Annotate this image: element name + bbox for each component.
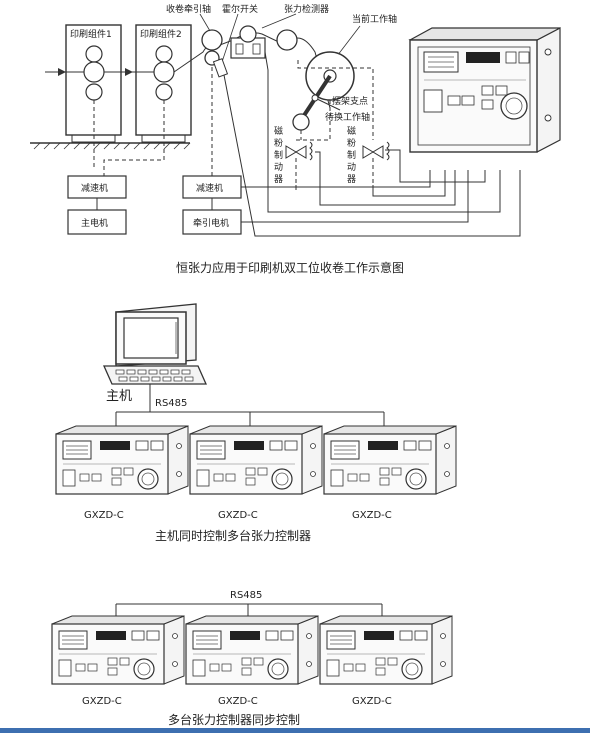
top-diagram-caption: 恒张力应用于印刷机双工位收卷工作示意图: [176, 260, 404, 275]
control-wiring: [223, 51, 521, 237]
guide-roller: [276, 29, 298, 51]
ground-hatch: [33, 142, 191, 150]
brake-left-label-char: 动: [274, 162, 283, 173]
rewind-traction-shaft-label: 收卷牵引轴: [166, 3, 211, 15]
brake-right-label-char: 磁: [347, 125, 356, 137]
tension-controller-unit: [55, 425, 189, 495]
tension-controller-unit: [323, 425, 457, 495]
standby-work-shaft-reel: [292, 113, 310, 131]
tension-controller-unit: [51, 615, 185, 685]
brake-left-symbol: [295, 145, 307, 159]
swing-frame-link: [314, 97, 341, 111]
tension-controller-unit: [319, 615, 453, 685]
rs485-label: RS485: [230, 590, 262, 601]
main-motor-label: 主电机: [81, 217, 108, 229]
controller-model-label: GXZD-C: [352, 696, 392, 707]
standby-work-shaft-label: 待换工作轴: [325, 111, 370, 123]
roller: [153, 61, 175, 83]
middle-diagram: 主机 RS485 GXZD-C GXZD-C GXZD-C 主机同时控制多台张力…: [55, 303, 457, 543]
hall-switch-label: 霍尔开关: [222, 3, 258, 15]
tension-controller-main: [408, 27, 561, 153]
traction-roller: [201, 29, 223, 51]
bottom-diagram-caption: 多台张力控制器同步控制: [168, 712, 300, 727]
controller-model-label: GXZD-C: [218, 510, 258, 521]
roller: [155, 45, 173, 63]
bottom-diagram: RS485 GXZD-C GXZD-C GXZD-C 多台张力控制器同步控制: [51, 590, 453, 727]
brake-left-label-char: 制: [274, 149, 283, 161]
brake-right-symbol: [362, 145, 374, 159]
brake-left-label-char: 器: [274, 174, 283, 185]
brake-right-label-char: 动: [347, 162, 356, 173]
brake-left-coil: [309, 141, 313, 161]
reducer-2-label: 减速机: [196, 182, 223, 194]
brake-right-symbol: [372, 145, 384, 159]
dashed-links: [93, 60, 374, 185]
feed-arrow: [58, 68, 66, 76]
hall-switch-sensor: [212, 58, 229, 78]
printing-unit-1-label: 印刷组件1: [70, 28, 112, 40]
leader-line: [261, 13, 297, 29]
traction-motor-box: [182, 209, 242, 235]
tension-controller-unit: [185, 615, 319, 685]
swing-frame-pivot-label: 摆架支点: [332, 95, 368, 107]
traction-motor-label: 牵引电机: [193, 217, 229, 229]
tension-detector-roller: [239, 25, 257, 43]
leader-line: [199, 13, 211, 32]
main-motor-box: [67, 209, 127, 235]
brake-left-label-char: 粉: [274, 137, 283, 149]
current-work-shaft-label: 当前工作轴: [352, 13, 397, 25]
reducer-1-label: 减速机: [81, 182, 108, 194]
roller: [85, 83, 103, 101]
controller-model-label: GXZD-C: [352, 510, 392, 521]
brake-right-label-char: 器: [347, 174, 356, 185]
roller: [85, 45, 103, 63]
brake-right-coil: [386, 141, 390, 161]
feed-arrow: [125, 68, 133, 76]
host-computer: [102, 303, 208, 385]
tension-detector-cell: [252, 43, 261, 55]
top-diagram: 印刷组件1 印刷组件2 收卷牵引轴 霍尔开关 张力检测器 当前工作: [30, 3, 561, 275]
tension-detector-cell: [235, 43, 244, 55]
rs485-label: RS485: [155, 398, 187, 409]
brake-right-label-char: 制: [347, 149, 356, 161]
roller: [155, 83, 173, 101]
bottom-accent-bar: [0, 728, 590, 733]
tension-controller-unit: [189, 425, 323, 495]
swing-frame-pivot-point: [311, 94, 319, 102]
controller-model-label: GXZD-C: [218, 696, 258, 707]
middle-diagram-caption: 主机同时控制多台张力控制器: [155, 528, 311, 543]
brake-right-label-char: 粉: [347, 137, 356, 149]
host-label: 主机: [106, 389, 132, 404]
controller-model-label: GXZD-C: [84, 510, 124, 521]
controller-model-label: GXZD-C: [82, 696, 122, 707]
brake-left-label-char: 磁: [274, 125, 283, 137]
tension-detector-label: 张力检测器: [284, 3, 329, 15]
leader-line: [221, 13, 239, 63]
roller: [83, 61, 105, 83]
brake-left-symbol: [285, 145, 297, 159]
printing-unit-2-label: 印刷组件2: [140, 28, 182, 40]
